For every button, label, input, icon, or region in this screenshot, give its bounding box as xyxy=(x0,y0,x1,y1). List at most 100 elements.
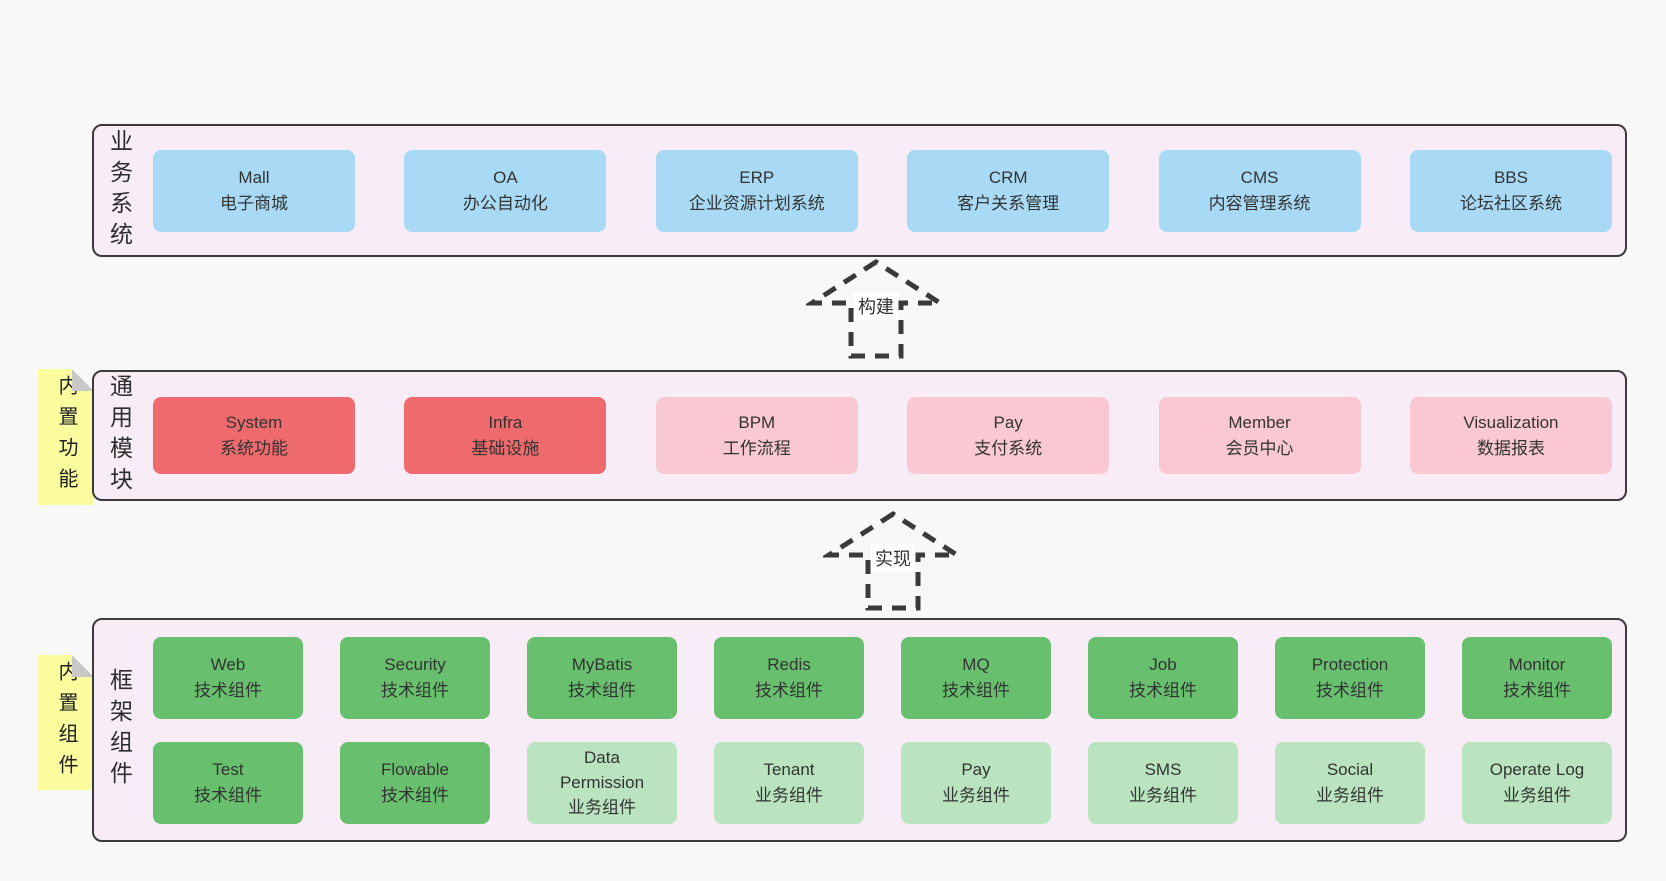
box-subtitle: 技术组件 xyxy=(568,680,636,700)
up-block-arrow-icon xyxy=(806,259,946,359)
box-operate-log: Operate Log 业务组件 xyxy=(1462,741,1612,824)
up-block-arrow-icon xyxy=(823,511,963,611)
sticky-note-label: 内置组件 xyxy=(55,660,77,785)
box-subtitle: 系统功能 xyxy=(220,438,288,458)
arrow-implement-label: 实现 xyxy=(871,544,915,572)
box-title: Tenant xyxy=(763,759,815,779)
box-web: Web 技术组件 xyxy=(153,636,303,719)
box-member: Member 会员中心 xyxy=(1158,397,1361,474)
box-title: BBS xyxy=(1493,167,1528,187)
business-boxes: Mall 电子商城 OA 办公自动化 ERP 企业资源计划系统 CRM 客户关系… xyxy=(144,126,1625,255)
box-subtitle: 基础设施 xyxy=(471,438,540,458)
box-erp: ERP 企业资源计划系统 xyxy=(655,149,858,232)
box-title: Mall xyxy=(238,167,270,187)
box-crm: CRM 客户关系管理 xyxy=(907,149,1110,232)
box-subtitle: 业务组件 xyxy=(942,785,1010,805)
box-mq: MQ 技术组件 xyxy=(901,636,1051,719)
band-business-systems: 业务系统 Mall 电子商城 OA 办公自动化 ERP 企业资源计划系统 CRM… xyxy=(92,124,1627,257)
box-subtitle: 论坛社区系统 xyxy=(1459,193,1562,213)
box-visualization: Visualization 数据报表 xyxy=(1409,397,1612,474)
box-title: Redis xyxy=(767,654,811,674)
box-subtitle: 技术组件 xyxy=(194,680,262,700)
box-title: CRM xyxy=(988,167,1028,187)
box-mybatis: MyBatis 技术组件 xyxy=(527,636,677,719)
box-title: Web xyxy=(210,654,246,674)
box-cms: CMS 内容管理系统 xyxy=(1158,149,1361,232)
box-title: MQ xyxy=(962,654,990,674)
box-data-permission: Data Permission 业务组件 xyxy=(527,741,677,824)
module-boxes: System 系统功能 Infra 基础设施 BPM 工作流程 Pay 支付系统… xyxy=(144,372,1625,499)
sticky-note-builtin-components: 内置组件 xyxy=(38,655,94,790)
box-subtitle: 技术组件 xyxy=(1129,680,1197,700)
box-subtitle: 技术组件 xyxy=(194,785,262,805)
box-title: BPM xyxy=(738,412,776,432)
box-subtitle: 技术组件 xyxy=(755,680,823,700)
box-subtitle: 业务组件 xyxy=(568,798,636,817)
box-subtitle: 办公自动化 xyxy=(462,193,548,213)
box-title: Pay xyxy=(961,759,991,779)
box-title: CMS xyxy=(1240,167,1279,187)
band-label-common-modules: 通用模块 xyxy=(106,373,133,498)
box-system: System 系统功能 xyxy=(153,397,355,474)
band-framework-components: 框架组件 Web 技术组件 Security 技术组件 MyBatis 技术组件… xyxy=(92,618,1627,842)
box-title: Social xyxy=(1326,759,1374,779)
sticky-note-builtin-features: 内置功能 xyxy=(38,369,94,505)
box-bbs: BBS 论坛社区系统 xyxy=(1409,149,1612,232)
band-label-framework-components: 框架组件 xyxy=(106,668,133,792)
box-title: Security xyxy=(384,654,446,674)
box-social: Social 业务组件 xyxy=(1275,741,1425,824)
box-subtitle: 内容管理系统 xyxy=(1208,193,1311,213)
box-title: Protection xyxy=(1311,654,1389,674)
box-protection: Protection 技术组件 xyxy=(1275,636,1425,719)
box-subtitle: 客户关系管理 xyxy=(957,193,1060,213)
box-subtitle: 技术组件 xyxy=(381,680,449,700)
box-sms: SMS 业务组件 xyxy=(1088,741,1238,824)
box-oa: OA 办公自动化 xyxy=(404,149,607,232)
box-bpm: BPM 工作流程 xyxy=(655,397,858,474)
box-subtitle: 会员中心 xyxy=(1225,438,1294,458)
box-subtitle: 支付系统 xyxy=(974,438,1043,458)
box-subtitle: 工作流程 xyxy=(722,438,791,458)
box-subtitle: 技术组件 xyxy=(1316,680,1384,700)
box-subtitle: 企业资源计划系统 xyxy=(688,193,825,213)
box-subtitle: 业务组件 xyxy=(1129,785,1197,805)
box-subtitle: 技术组件 xyxy=(1503,680,1571,700)
arrow-build-label: 构建 xyxy=(854,292,898,320)
box-pay-module: Pay 支付系统 xyxy=(907,397,1110,474)
box-title: SMS xyxy=(1144,759,1182,779)
box-title: ERP xyxy=(739,167,775,187)
box-subtitle: 电子商城 xyxy=(220,193,288,213)
component-row-1: Web 技术组件 Security 技术组件 MyBatis 技术组件 Redi… xyxy=(153,636,1612,719)
box-title: Test xyxy=(212,759,244,779)
arrow-implement: 实现 xyxy=(823,508,963,614)
box-title: System xyxy=(225,412,283,432)
box-title: MyBatis xyxy=(571,654,633,674)
box-title: Pay xyxy=(993,412,1023,432)
box-subtitle: 业务组件 xyxy=(755,785,823,805)
box-subtitle: 数据报表 xyxy=(1476,438,1545,458)
sticky-note-label: 内置功能 xyxy=(55,375,77,499)
box-subtitle: 业务组件 xyxy=(1316,785,1384,805)
component-rows: Web 技术组件 Security 技术组件 MyBatis 技术组件 Redi… xyxy=(144,620,1625,840)
box-title: Job xyxy=(1149,654,1177,674)
box-title: Data Permission xyxy=(559,748,645,792)
box-subtitle: 技术组件 xyxy=(942,680,1010,700)
box-tenant: Tenant 业务组件 xyxy=(714,741,864,824)
box-title: Monitor xyxy=(1508,654,1566,674)
box-title: Infra xyxy=(488,412,523,432)
folded-corner-icon xyxy=(72,369,94,391)
box-redis: Redis 技术组件 xyxy=(714,636,864,719)
band-label-business-systems: 业务系统 xyxy=(106,128,133,253)
box-subtitle: 技术组件 xyxy=(381,785,449,805)
component-row-2: Test 技术组件 Flowable 技术组件 Data Permission … xyxy=(153,741,1612,824)
folded-corner-icon xyxy=(72,655,94,677)
band-common-modules: 通用模块 System 系统功能 Infra 基础设施 BPM 工作流程 Pay… xyxy=(92,370,1627,501)
box-pay-component: Pay 业务组件 xyxy=(901,741,1051,824)
box-job: Job 技术组件 xyxy=(1088,636,1238,719)
box-test: Test 技术组件 xyxy=(153,741,303,824)
box-flowable: Flowable 技术组件 xyxy=(340,741,490,824)
box-monitor: Monitor 技术组件 xyxy=(1462,636,1612,719)
box-title: OA xyxy=(493,167,518,187)
box-title: Member xyxy=(1228,412,1291,432)
